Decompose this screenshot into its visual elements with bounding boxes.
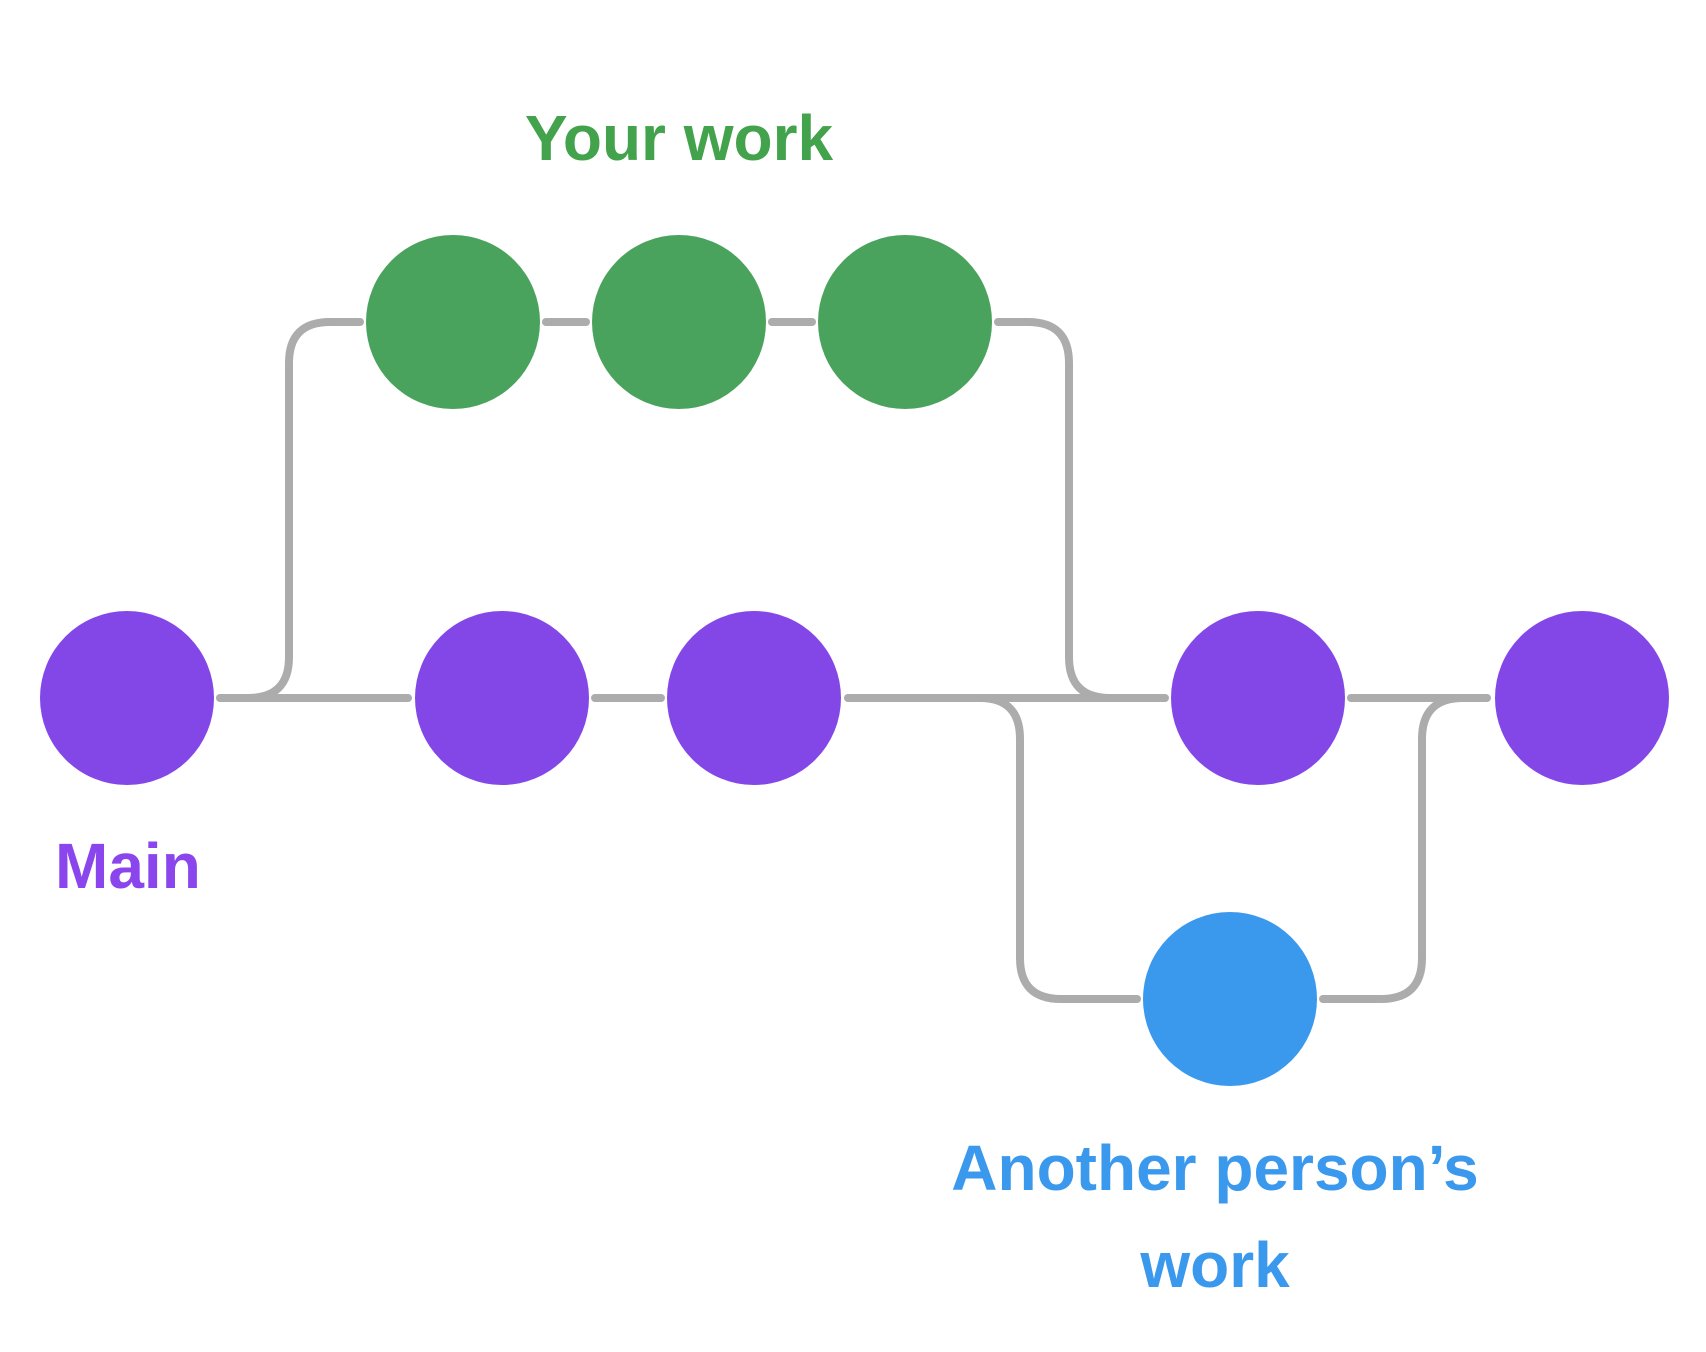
commit-node-main-2 (415, 611, 589, 785)
another-persons-work-label-line2: work (1139, 1229, 1290, 1301)
main-branch-label: Main (55, 830, 201, 902)
commit-node-main-5 (1495, 611, 1669, 785)
another-persons-work-label-line1: Another person’s (951, 1132, 1478, 1204)
commit-node-main-1 (40, 611, 214, 785)
merge-in-your-work (994, 318, 1114, 702)
commit-node-main-3 (667, 611, 841, 785)
commit-node-your-work-1 (366, 235, 540, 409)
branch-out-another-persons-work (976, 694, 1141, 1003)
commit-nodes (40, 235, 1669, 1086)
commit-node-another-persons-work-1 (1143, 912, 1317, 1086)
commit-node-your-work-2 (592, 235, 766, 409)
branch-out-your-work (244, 318, 364, 702)
merge-in-another-persons-work (1319, 694, 1467, 1003)
your-work-branch-label: Your work (525, 102, 834, 174)
commit-node-main-4 (1171, 611, 1345, 785)
commit-node-your-work-3 (818, 235, 992, 409)
connector-lines (216, 318, 1491, 1003)
